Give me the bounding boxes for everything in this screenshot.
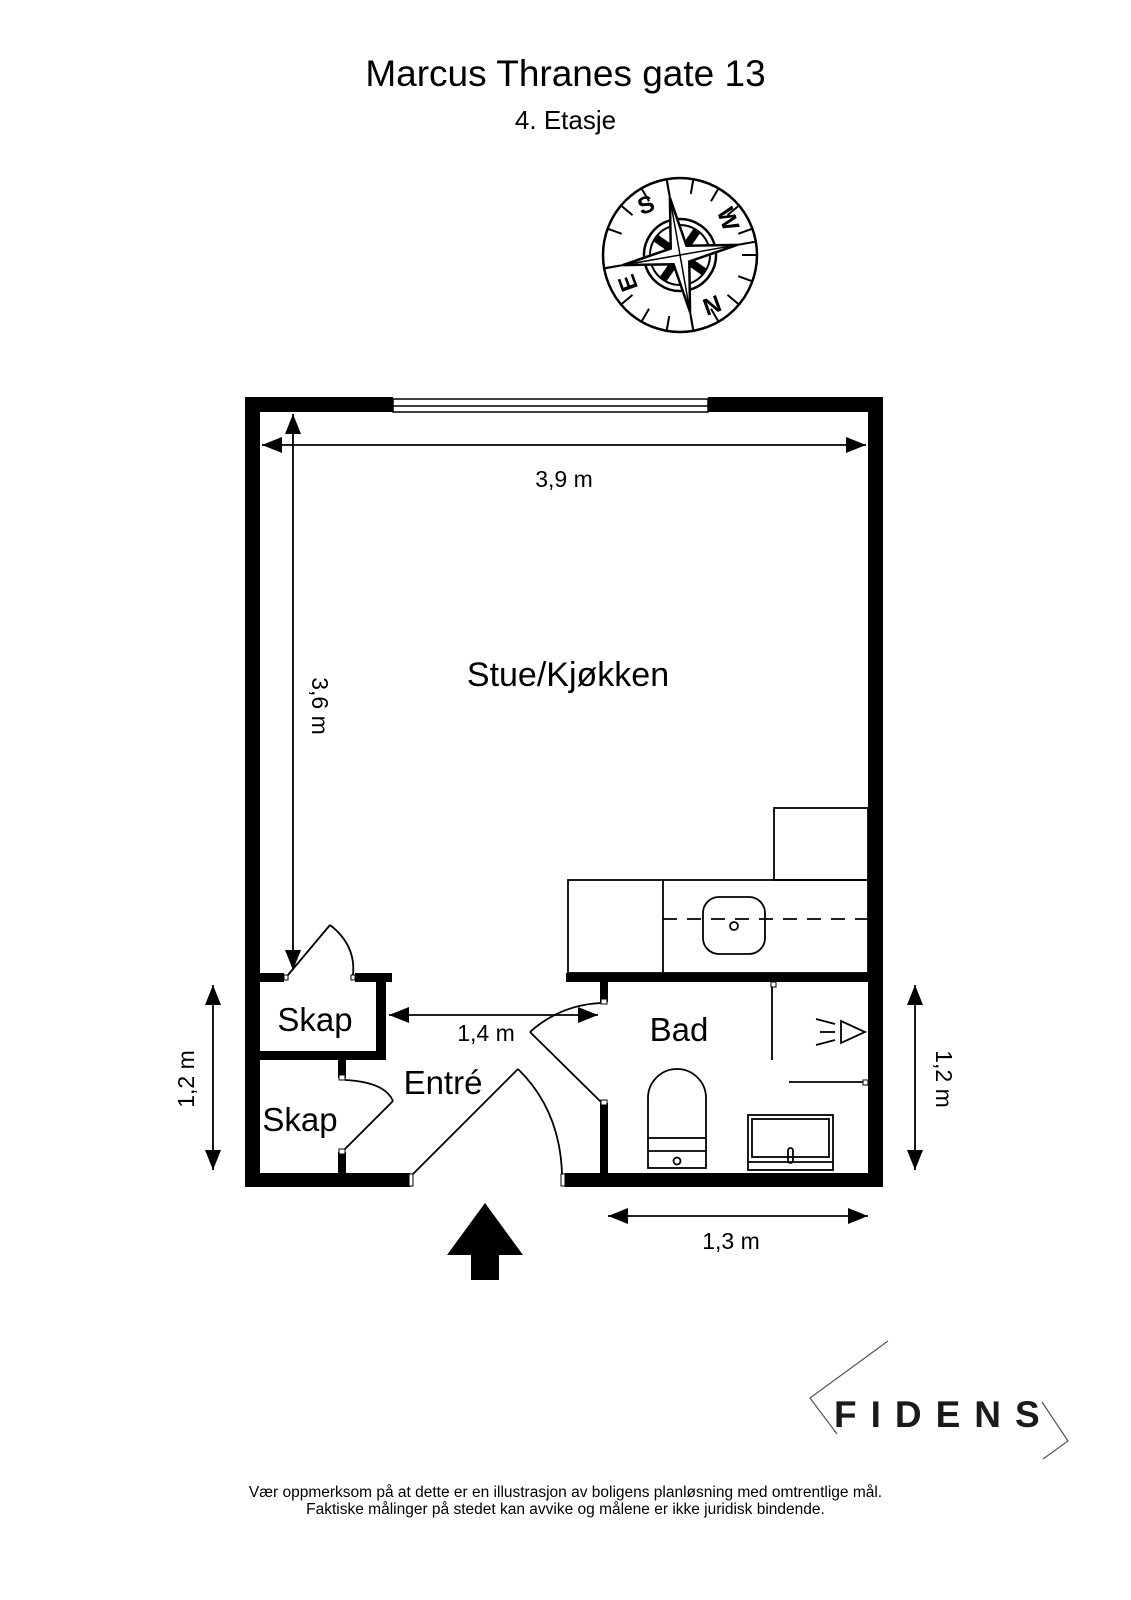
dimension-entre-width: 1,4 m	[457, 1020, 515, 1046]
floor-label: 4. Etasje	[514, 105, 617, 135]
entrance-arrow-icon	[447, 1203, 523, 1280]
window	[392, 398, 709, 413]
shower-head-icon	[815, 1018, 868, 1046]
dimension-stue-depth: 3,6 m	[307, 677, 333, 735]
disclaimer-line-2: Faktiske målinger på stedet kan avvike o…	[306, 1501, 825, 1518]
compass-rose-icon: S W N E	[601, 176, 759, 334]
page-title: Marcus Thranes gate 13	[365, 53, 766, 94]
sink-icon	[702, 896, 766, 955]
fidens-logo: FIDENS	[834, 1394, 1054, 1435]
kitchen-counter	[567, 807, 869, 974]
washbasin-icon	[747, 1114, 834, 1171]
dimension-bad-width: 1,3 m	[702, 1228, 760, 1254]
logo-frame	[809, 1340, 1069, 1460]
dimension-left-height: 1,2 m	[173, 1050, 199, 1108]
room-label-skap-1: Skap	[277, 1001, 352, 1038]
room-label-bad: Bad	[650, 1011, 709, 1048]
room-label-skap-2: Skap	[262, 1101, 337, 1138]
room-label-stue-kjokken: Stue/Kjøkken	[467, 656, 669, 694]
dimension-bad-height: 1,2 m	[931, 1050, 957, 1108]
walls	[245, 397, 883, 1187]
dimension-lines	[205, 414, 923, 1224]
disclaimer: Vær oppmerksom på at dette er en illustr…	[0, 1484, 1131, 1518]
toilet-icon	[647, 1068, 707, 1169]
disclaimer-line-1: Vær oppmerksom på at dette er en illustr…	[248, 1484, 883, 1501]
room-label-entre: Entré	[404, 1064, 483, 1101]
dimension-stue-width: 3,9 m	[535, 466, 593, 492]
bathroom-fixtures	[647, 987, 868, 1171]
